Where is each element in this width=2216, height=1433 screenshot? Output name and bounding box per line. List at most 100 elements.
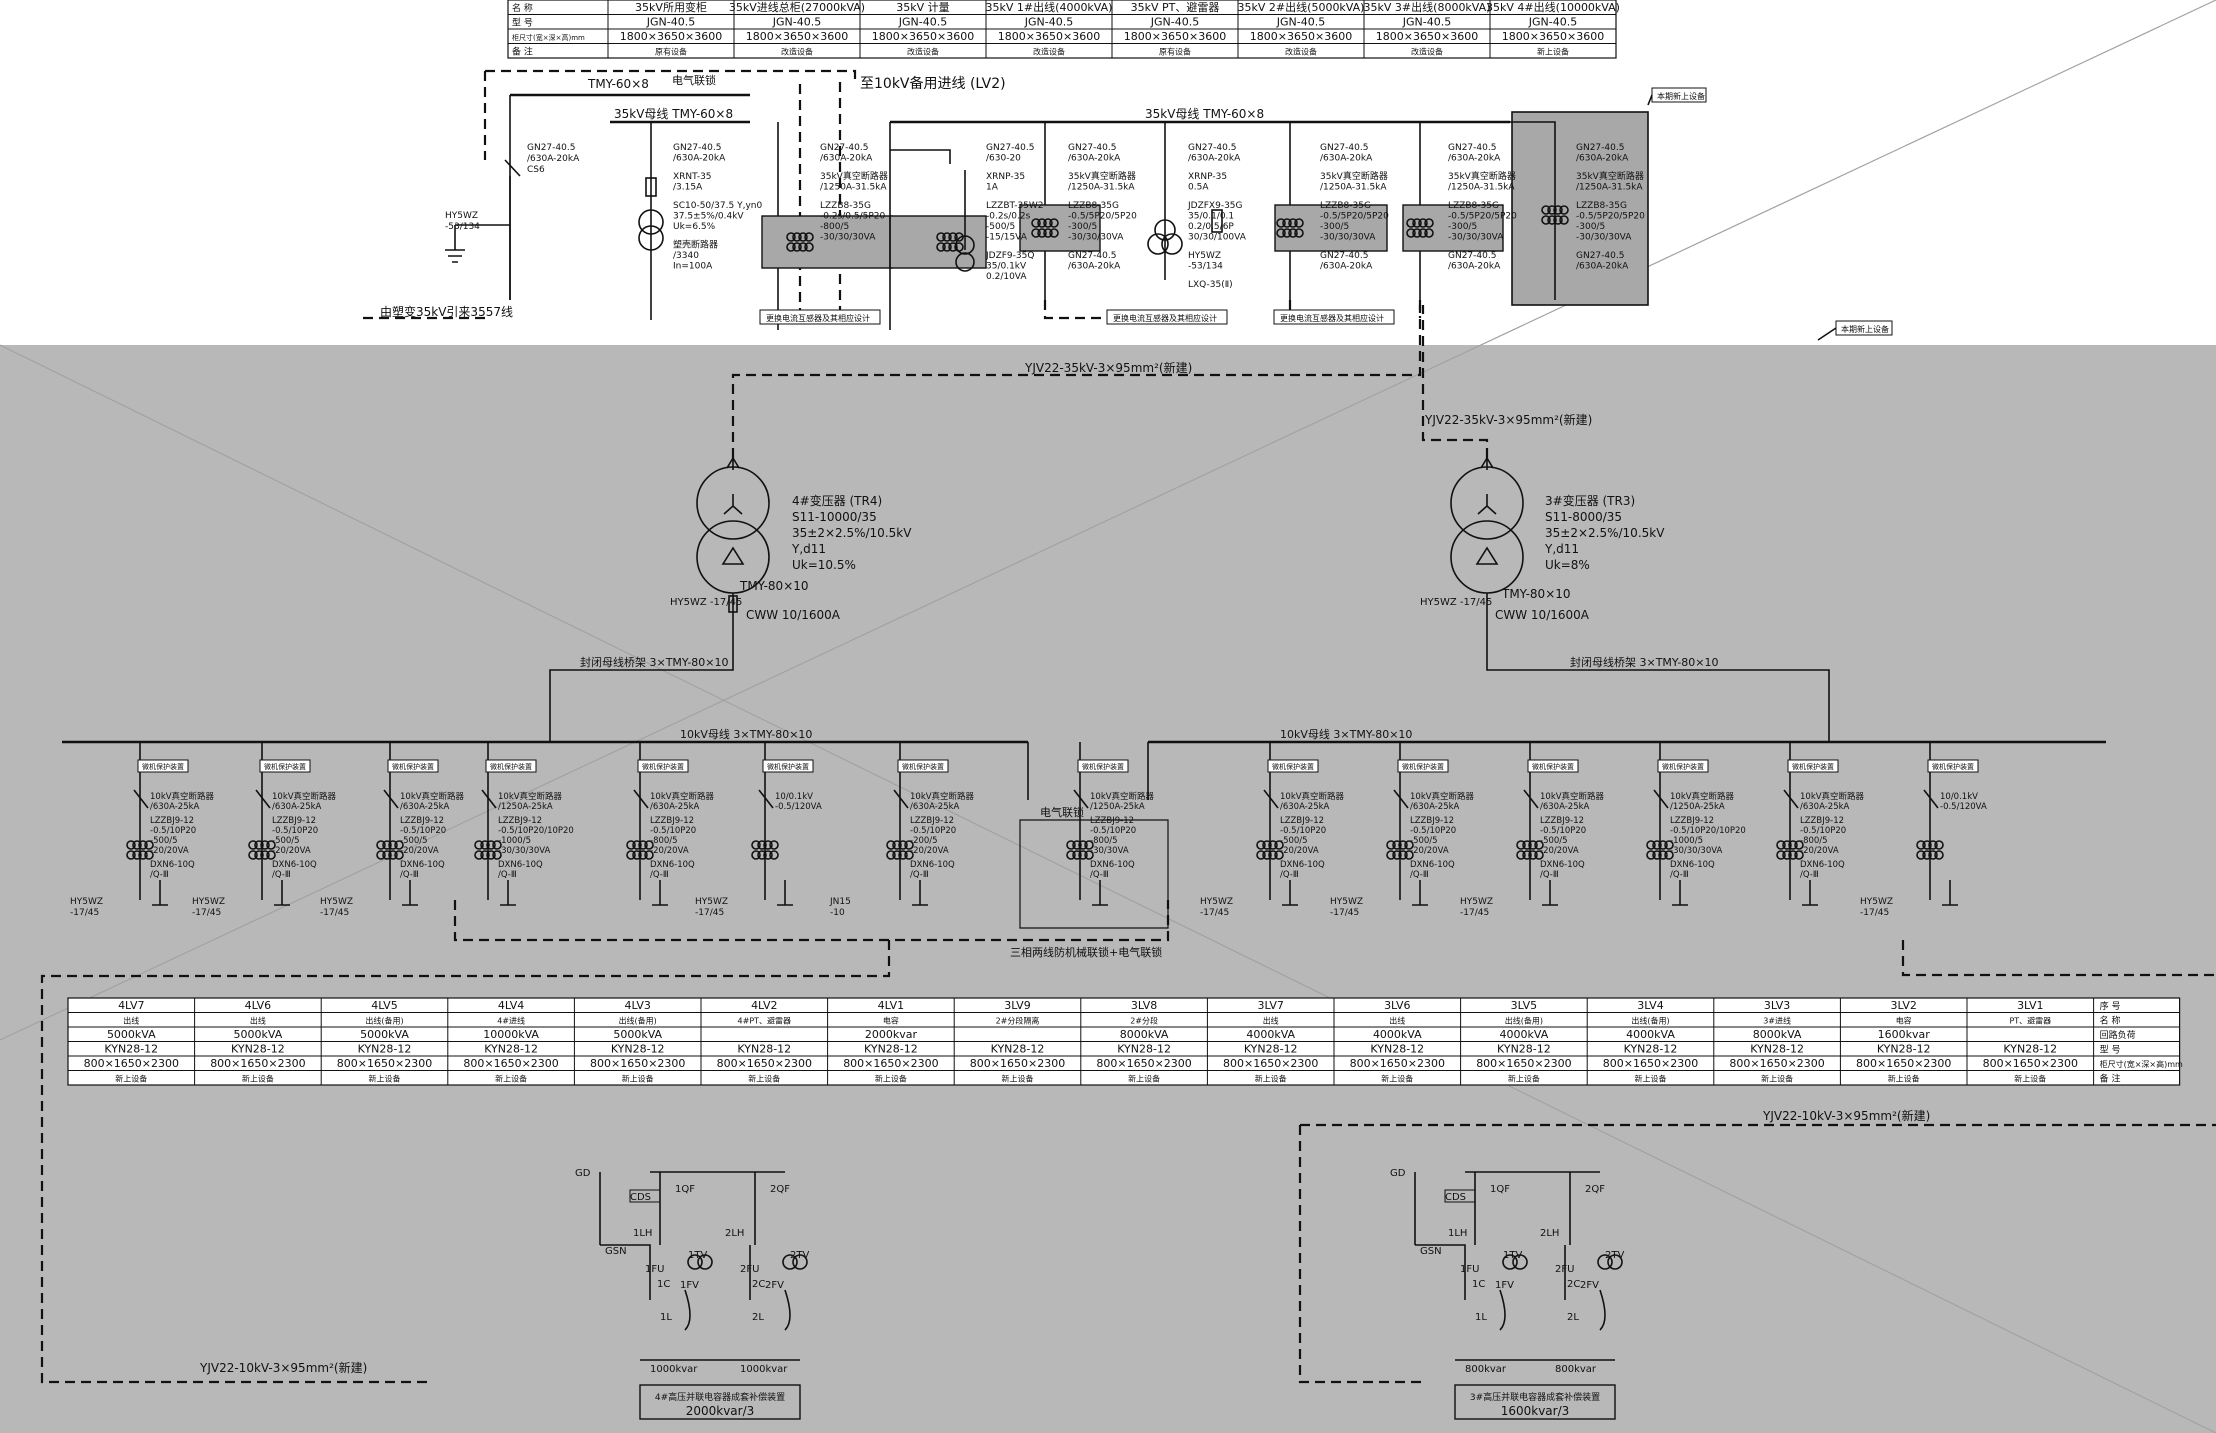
feeder10-cable-label: 10/0.1kV [775,792,813,802]
top-table-cell: 改造设备 [1285,47,1317,57]
bottom-table-cell: KYN28-12 [1117,1043,1171,1056]
top-table-row-header: 备 注 [512,46,533,58]
bottom-table-cell: PT、避雷器 [2009,1016,2051,1026]
feeder35-ct-label: -300/5 [1068,222,1097,232]
capacitor-c1-label: 1C [657,1279,670,1290]
feeder10-ct-label: -500/5 [400,836,428,846]
bottom-table-cell: 新上设备 [495,1074,527,1084]
bottom-table-row-header: 序 号 [2100,1000,2121,1012]
feeder10-protection-label: 微机保护装置 [490,762,532,771]
capacitor-fu1-label: 1FU [1460,1264,1479,1275]
capacitor-fv1-label: 1FV [680,1280,699,1291]
capacitor-fv2-label: 2FV [1580,1280,1599,1291]
label-tr4-uk: Uk=10.5% [792,558,856,572]
feeder10-cb-label: /630A-25kA [272,802,322,812]
capacitor-total-label: 2000kvar/3 [686,1404,755,1418]
bottom-table-cell: 800×1650×2300 [970,1057,1065,1070]
feeder10-arrester-label: HY5WZ [70,897,103,907]
bottom-table-cell: 4000kVA [1626,1028,1675,1041]
label-ct-replace-1: 更换电流互感器及其相应设计 [766,313,870,323]
feeder10-cb-label: /630A-25kA [1540,802,1590,812]
top-table-cell: 1800×3650×3600 [1124,30,1226,43]
bottom-table-cell: 10000kVA [483,1028,539,1041]
bottom-table-cell: 2#分段隔离 [996,1016,1040,1026]
feeder35-cb-label: /1250A-31.5kA [1448,183,1515,193]
label-tr3-bridge: 封闭母线桥架 3×TMY-80×10 [1570,655,1719,669]
label-bus10-right: 10kV母线 3×TMY-80×10 [1280,727,1412,741]
feeder10-cable-label: /Q-Ⅲ [1280,870,1299,880]
bottom-table-cell: 3LV7 [1257,999,1283,1012]
bottom-table-cell: 800×1650×2300 [843,1057,938,1070]
feeder35-ct-label: -300/5 [1448,222,1477,232]
feeder10-cable-label: /Q-Ⅲ [1670,870,1689,880]
bottom-table-cell: 800×1650×2300 [84,1057,179,1070]
feeder35-switch-label: /630A-20kA [820,154,873,164]
feeder10-cable-label: /Q-Ⅲ [400,870,419,880]
feeder35-xfmr-label: SC10-50/37.5 Y,yn0 [673,201,762,211]
top-table-cell: 1800×3650×3600 [872,30,974,43]
feeder35-fuse-label: 1A [986,183,999,193]
bottom-table-cell: 新上设备 [369,1074,401,1084]
bottom-table-cell: 3LV5 [1511,999,1537,1012]
feeder10-ct-label: -20/20VA [910,846,949,856]
bottom-table-cell: 800×1650×2300 [1729,1057,1824,1070]
feeder10-cb-label: /630A-25kA [650,802,700,812]
bottom-table-cell: 3LV1 [2017,999,2043,1012]
feeder10-ct-label: -30/30/30VA [498,846,551,856]
feeder10-ct-label: LZZBJ9-12 [1090,816,1134,826]
capacitor-gsn-label: GSN [1420,1246,1442,1257]
label-tr3-name: 3#变压器 (TR3) [1545,493,1635,508]
feeder35-fuse-label: /3.15A [673,183,703,193]
bottom-table-cell: KYN28-12 [991,1043,1045,1056]
cs6-label: CS6 [527,165,545,175]
labels: TMY-60×8 电气联锁 至10kV备用进线 (LV2) 35kV母线 TMY… [199,73,1930,1375]
feeder35-switch-label: /630A-20kA [1188,154,1241,164]
bottom-table-cell: 出线(备用) [1505,1016,1543,1026]
feeder10-ct-label: LZZBJ9-12 [498,816,542,826]
bottom-table-cell: 4#进线 [497,1016,525,1026]
feeder35-ct-label: -0.5/5P20/5P20 [1320,212,1389,222]
feeder10-cb-label: 10kV真空断路器 [1280,791,1345,802]
feeder35-cb-label: /1250A-31.5kA [1320,183,1387,193]
top-table-cell: 35kV 计量 [896,1,949,14]
bottom-table-cell: 新上设备 [1508,1074,1540,1084]
feeder10-protection-label: 微机保护装置 [1402,762,1444,771]
feeder10-ct-label: -20/20VA [1540,846,1579,856]
top-table-cell: 改造设备 [781,47,813,57]
top-table-cell: 35kV PT、避雷器 [1131,0,1220,14]
feeder35-pt-label: 35/0.1/0.1 [1188,212,1234,222]
feeder35-ct-label: LZZB8-35G [1320,201,1371,211]
feeder35-switch-label: /630-20 [986,154,1021,164]
feeder10-ct-label: -1000/5 [498,836,531,846]
10kv-cabinet-table: 4LV7出线5000kVAKYN28-12800×1650×2300新上设备4L… [67,997,2183,1086]
top-table-cell: JGN-40.5 [1402,16,1451,29]
bottom-table-cell: 2000kvar [865,1028,918,1041]
label-ct-replace-3: 更换电流互感器及其相应设计 [1280,313,1384,323]
label-bus10-left: 10kV母线 3×TMY-80×10 [680,727,812,741]
bottom-table-cell: 4000kVA [1246,1028,1295,1041]
feeder10-cb-label: /630A-25kA [1800,802,1850,812]
bottom-table-row-header: 型 号 [2100,1045,2121,1056]
feeder35-pt-label: 30/30/100VA [1188,233,1247,243]
feeder10-ct-label: -20/20VA [1280,846,1319,856]
label-tr3-uk: Uk=8% [1545,558,1590,572]
bottom-table-cell: 出线 [250,1016,266,1026]
feeder35-ct-label: LZZBT-35W2 [986,201,1044,211]
top-table-cell: 35kV 2#出线(5000kVA) [1238,0,1365,14]
bottom-table-cell: 新上设备 [875,1074,907,1084]
bottom-table-cell: 4LV6 [245,999,271,1012]
feeder35-pt-label: 35/0.1kV [986,262,1027,272]
feeder10-ct-label: LZZBJ9-12 [910,816,954,826]
label-new-equipment-2: 本期新上设备 [1841,324,1889,334]
feeder10-cable-label: DXN6-10Q [1090,860,1135,870]
feeder10-ct-label: -20/20VA [650,846,689,856]
bottom-table-cell: KYN28-12 [104,1043,158,1056]
feeder10-ct-label: -0.5/10P20 [150,826,196,836]
feeder10-arrester-label: -17/45 [1460,908,1489,918]
top-table-row-header: 型 号 [512,18,533,29]
top-table-row-header: 名 称 [512,2,533,14]
feeder10-protection-label: 微机保护装置 [392,762,434,771]
feeder10-cable-label: DXN6-10Q [498,860,543,870]
